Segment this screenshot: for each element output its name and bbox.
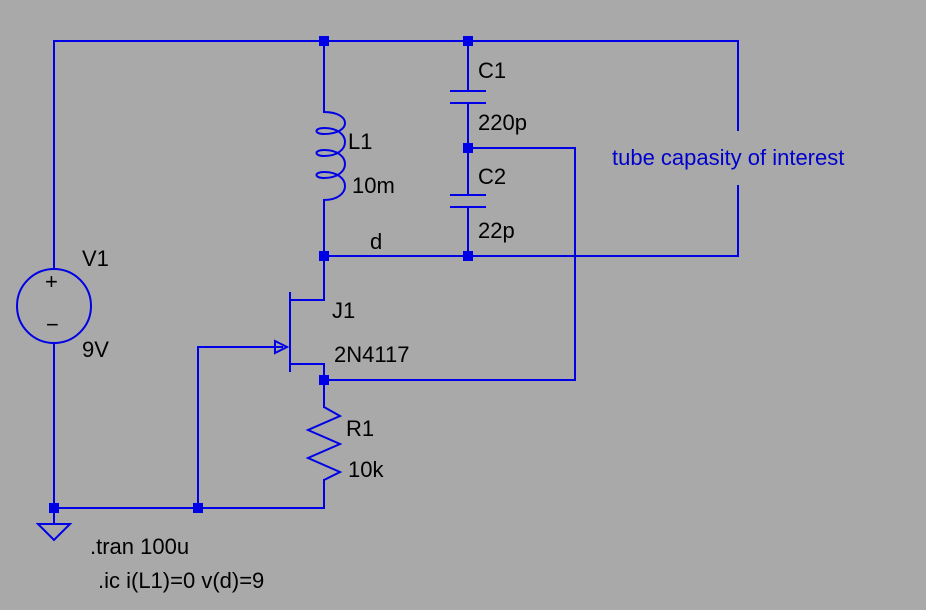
- resistor-r1[interactable]: R1 10k: [305, 406, 384, 482]
- junction-node: [319, 375, 329, 385]
- capacitor-plate-icon: [450, 90, 486, 104]
- c2-value-label: 22p: [478, 218, 515, 243]
- junction-node: [193, 503, 203, 513]
- net-label-d[interactable]: d: [370, 229, 382, 254]
- junction-node: [463, 143, 473, 153]
- r1-ref-label: R1: [346, 416, 374, 441]
- v1-value-label: 9V: [82, 337, 109, 362]
- junction-nodes: [49, 36, 473, 513]
- c2-ref-label: C2: [478, 164, 506, 189]
- wire-drain: [289, 255, 325, 301]
- junction-node: [319, 36, 329, 46]
- ground-icon: [35, 508, 73, 542]
- junction-node: [319, 251, 329, 261]
- wire-source: [289, 363, 325, 408]
- spice-directive-ic[interactable]: .ic i(L1)=0 v(d)=9: [98, 568, 264, 593]
- wire-gate: [197, 346, 283, 509]
- resistor-zigzag-icon: [305, 406, 343, 481]
- l1-value-label: 10m: [352, 173, 395, 198]
- capacitor-c1[interactable]: C1 220p: [450, 58, 527, 135]
- capacitor-c2[interactable]: C2 22p: [450, 164, 515, 243]
- junction-node: [463, 251, 473, 261]
- wire-feedback: [323, 147, 576, 381]
- voltage-source-circle: [16, 268, 92, 344]
- v1-ref-label: V1: [82, 246, 109, 271]
- c1-ref-label: C1: [478, 58, 506, 83]
- r1-value-label: 10k: [348, 457, 384, 482]
- v1-plus-sign: +: [45, 269, 58, 294]
- inductor-l1[interactable]: L1 10m: [315, 111, 395, 201]
- wires: [53, 40, 739, 509]
- j1-value-label: 2N4117: [334, 342, 409, 367]
- jfet-gate-arrow-icon: [274, 339, 290, 355]
- junction-node: [463, 36, 473, 46]
- voltage-source-v1[interactable]: + − V1 9V: [16, 246, 109, 362]
- v1-minus-sign: −: [46, 312, 59, 337]
- spice-directive-tran[interactable]: .tran 100u: [90, 534, 189, 559]
- l1-ref-label: L1: [348, 129, 372, 154]
- comment-text[interactable]: tube capasity of interest: [612, 145, 844, 170]
- capacitor-plate-icon: [450, 194, 486, 208]
- jfet-j1[interactable]: J1 2N4117: [274, 292, 409, 372]
- c1-value-label: 220p: [478, 110, 527, 135]
- inductor-coil-icon: [315, 111, 346, 201]
- j1-ref-label: J1: [332, 298, 355, 323]
